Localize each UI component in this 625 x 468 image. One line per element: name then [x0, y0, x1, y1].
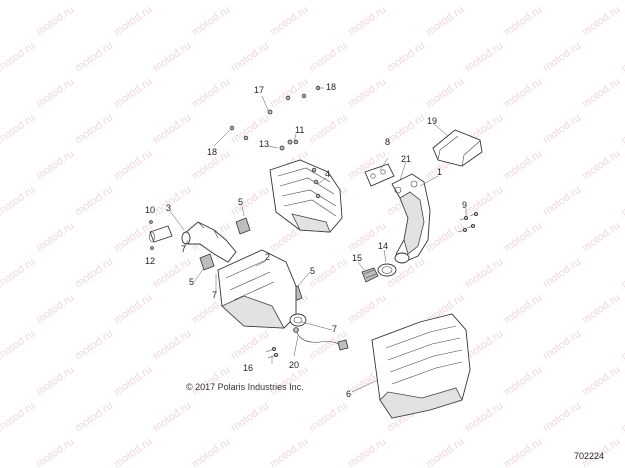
oxygen-sensor	[293, 327, 349, 351]
callout-12: 12	[145, 256, 156, 266]
callout-18a: 18	[326, 82, 337, 92]
callout-5a: 5	[238, 197, 244, 207]
fastener-hardware	[229, 85, 321, 199]
callout-7a: 7	[181, 244, 187, 254]
callout-13: 13	[259, 139, 270, 149]
spring-clamp	[361, 267, 379, 283]
callout-11: 11	[295, 125, 305, 135]
callout-1: 1	[437, 167, 443, 177]
mounting-bolts	[457, 211, 478, 233]
copyright-notice: © 2017 Polaris Industries Inc.	[186, 382, 304, 392]
callout-3: 3	[166, 203, 172, 213]
callout-7b: 7	[212, 290, 218, 300]
heat-shield-plate	[432, 129, 483, 167]
exhaust-gasket	[364, 163, 395, 187]
callout-15: 15	[352, 253, 363, 263]
callout-16: 16	[243, 363, 254, 373]
callout-9: 9	[462, 200, 468, 210]
upper-heat-shield	[269, 159, 343, 233]
muffler-bolts	[265, 346, 278, 359]
callout-5b: 5	[189, 277, 195, 287]
callout-2: 2	[265, 252, 271, 262]
ring-seal	[377, 263, 397, 277]
callout-10: 10	[145, 205, 156, 215]
callout-21: 21	[401, 154, 412, 164]
callout-8: 8	[385, 137, 391, 147]
callout-14: 14	[378, 241, 389, 251]
callout-6: 6	[346, 389, 352, 399]
lower-heat-shield	[371, 313, 471, 419]
exhaust-inlet-pipe	[181, 221, 237, 263]
callout-4: 4	[325, 169, 331, 179]
callout-17: 17	[254, 85, 265, 95]
exhaust-manifold	[391, 173, 431, 264]
callout-19: 19	[427, 116, 438, 126]
figure-number: 702224	[574, 451, 605, 461]
tailpipe-tip	[149, 220, 173, 250]
callout-20: 20	[289, 360, 300, 370]
callout-5c: 5	[310, 266, 316, 276]
callout-7c: 7	[332, 324, 338, 334]
callout-18b: 18	[207, 147, 218, 157]
leader-lines	[169, 87, 467, 393]
muffler	[217, 249, 307, 329]
